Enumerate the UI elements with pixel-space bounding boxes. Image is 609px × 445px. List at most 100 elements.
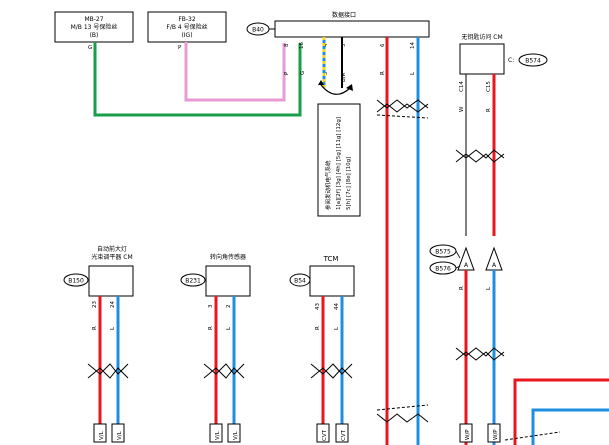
- module2-twist-2: [203, 367, 245, 379]
- module1-pin-left: 23: [92, 301, 98, 308]
- pink-wire-label: P: [178, 45, 182, 51]
- module1-pin-right: 24: [110, 301, 116, 308]
- module1-twist-2: [87, 367, 129, 379]
- wire-label-p: P: [284, 71, 290, 75]
- module2-title2: 转向角传感器: [210, 253, 246, 261]
- pin-4: 4: [323, 43, 329, 47]
- module2-bottom-left: V/L: [215, 430, 221, 440]
- splice-bottom-right-box: [487, 423, 501, 443]
- b575-leader: [455, 250, 461, 259]
- b40-label: B40: [252, 27, 264, 34]
- module2-bottom-right: V/L: [233, 430, 239, 440]
- pin-5: 5: [341, 43, 347, 47]
- module3-pin-right: 44: [334, 303, 340, 310]
- b54-tag: [289, 273, 311, 287]
- splice-mark-left: A: [464, 262, 469, 269]
- wire-label-br: B/R: [341, 72, 347, 82]
- module1-bottom-right-box: [111, 423, 125, 443]
- wire-label-l: L: [410, 71, 416, 75]
- module3-bottom-right-box: [335, 423, 349, 443]
- splice-bottom-left: W/P: [465, 429, 471, 440]
- fuse-left-line3: (B): [90, 32, 99, 39]
- keyless-prefix: C:: [508, 57, 514, 64]
- module3-title2: TCM: [323, 255, 339, 263]
- module3-wire-right: L: [334, 326, 340, 330]
- pin-8: 8: [284, 43, 290, 47]
- keyless-twist-2: [455, 153, 505, 163]
- b231-tag: [180, 273, 206, 287]
- module1-title1: 自动前大灯: [97, 245, 127, 253]
- module3-twist-2: [310, 367, 353, 379]
- b150-label: B150: [68, 278, 84, 285]
- b54-label: B54: [294, 278, 306, 285]
- module2-wire-right: L: [226, 326, 232, 330]
- module2-pin-right: 2: [226, 305, 232, 309]
- module3-pin-left: 43: [315, 303, 321, 310]
- b150-tag: [63, 273, 89, 287]
- data-connector-box: [274, 20, 430, 38]
- module2-pin-left: 3: [208, 304, 214, 308]
- module1-bottom-left: V/L: [99, 430, 105, 440]
- keyless-pin-c14: C14: [459, 81, 465, 92]
- module2-bottom-left-box: [209, 423, 223, 443]
- splice-bottom-right: W/P: [493, 429, 499, 440]
- splice-twist-2: [455, 351, 505, 361]
- splice-mark-right: A: [492, 262, 497, 269]
- keyless-wire-w: W: [459, 106, 465, 112]
- main-twist-bottom: [376, 413, 429, 423]
- edge-blue-wire: [531, 408, 609, 445]
- b574-label: B574: [525, 58, 541, 65]
- fuse-right-line3: (IG): [181, 32, 192, 39]
- data-connector-title: 数据接口: [332, 11, 356, 19]
- main-twist-dash-top: [376, 114, 429, 119]
- splice-twist-1: [455, 347, 505, 357]
- b574-tag: [518, 53, 548, 67]
- module2-box: [205, 265, 251, 297]
- wire-label-star3: *3: [323, 71, 329, 78]
- keyless-wire-r: R: [486, 108, 492, 112]
- module1-wire-left: R: [92, 326, 98, 330]
- fuse-right-line2: F/B 4 号保险丝: [166, 23, 207, 31]
- module3-bottom-left: CVT: [322, 429, 328, 441]
- edge-dash: [504, 431, 561, 441]
- module1-box: [88, 265, 134, 297]
- fuse-left-line1: MB-27: [84, 16, 103, 23]
- splice-bottom-left-box: [459, 423, 473, 443]
- module3-bottom-right: CVT: [341, 429, 347, 441]
- pink-wire: [184, 42, 286, 102]
- main-twist-dash-bottom: [376, 404, 429, 411]
- note-line1: 参阅发动机电气系统: [324, 160, 332, 210]
- b231-label: B231: [185, 278, 201, 285]
- fuse-right-line1: FB-32: [178, 16, 196, 23]
- green-wire-label: G: [88, 45, 92, 51]
- arc-arrow-right: [346, 84, 353, 91]
- module2-wire-left: R: [208, 326, 214, 330]
- reference-arc: [320, 84, 351, 95]
- module2-bottom-right-box: [227, 423, 241, 443]
- pin-16: 16: [299, 42, 305, 49]
- splice-wire-r: R: [459, 286, 465, 290]
- keyless-twist-1: [455, 149, 505, 159]
- fuse-left-line2: M/B 13 号保险丝: [71, 23, 118, 31]
- wire-label-g: G: [300, 71, 306, 75]
- b576-label: B576: [435, 266, 451, 273]
- keyless-pin-c15: C15: [486, 81, 492, 92]
- module3-wire-left: R: [315, 326, 321, 330]
- main-twist-top-2: [376, 103, 429, 113]
- b575-label: B575: [435, 249, 451, 256]
- pin-14: 14: [410, 42, 416, 49]
- module1-wire-right: L: [110, 326, 116, 330]
- fuse-box-right: [147, 11, 227, 43]
- keyless-title: 无钥匙访问 CM: [461, 33, 502, 41]
- keyless-box: [459, 43, 505, 75]
- module1-bottom-left-box: [93, 423, 107, 443]
- module3-box: [309, 265, 355, 297]
- splice-wire-l: L: [486, 286, 492, 290]
- note-line3: 5[h] [7c] [8e] [10g]: [346, 157, 352, 210]
- module3-bottom-left-box: [316, 423, 330, 443]
- edge-red-wire: [513, 378, 609, 445]
- pin-6: 6: [380, 43, 386, 47]
- fuse-box-left: [54, 11, 134, 43]
- green-wire: [93, 42, 302, 117]
